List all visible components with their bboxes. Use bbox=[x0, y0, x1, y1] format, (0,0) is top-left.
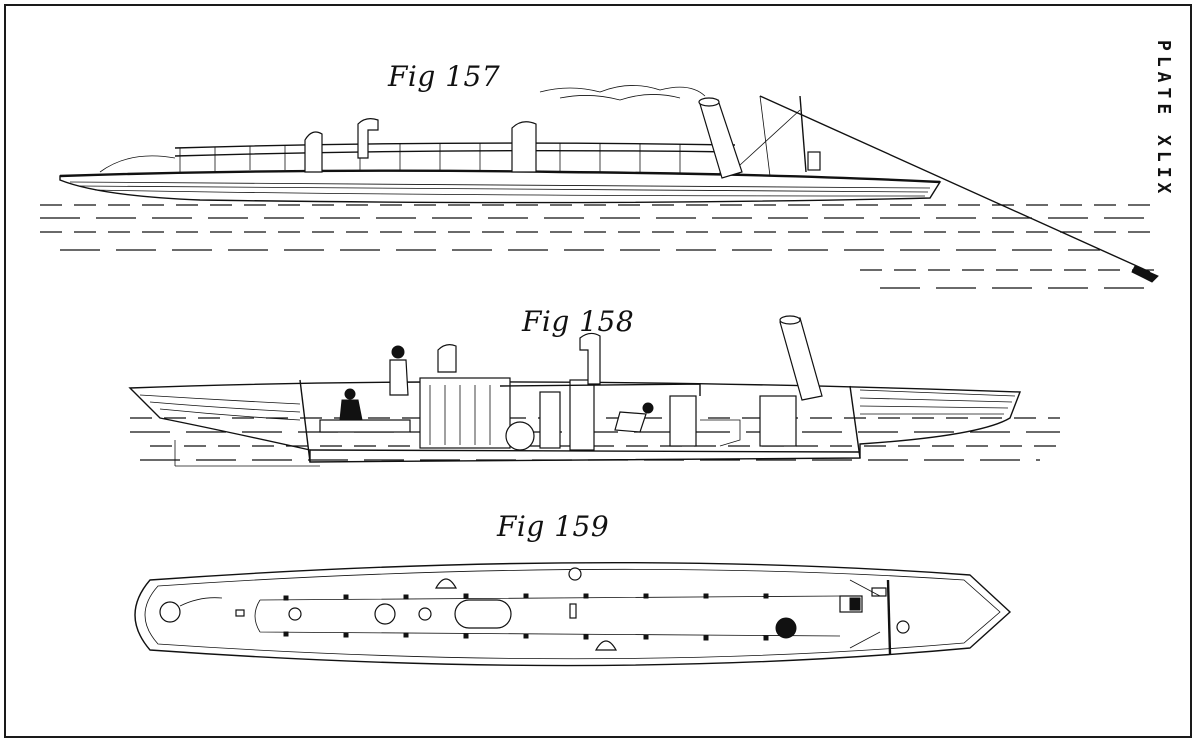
fig-157-mast-spar bbox=[739, 95, 1151, 273]
plate-border bbox=[4, 4, 1192, 738]
fig-159-deck-plan bbox=[134, 561, 1012, 667]
fig-158-longitudinal-section bbox=[128, 315, 1060, 467]
plate-label: PLATE XLIX bbox=[1153, 40, 1174, 199]
fig-158-funnel bbox=[779, 317, 823, 401]
fig-158-interior-deck bbox=[309, 419, 861, 453]
fig-157-side-elevation bbox=[40, 85, 1160, 289]
fig-157-deck-rail bbox=[99, 142, 736, 174]
fig-157-spar-torpedo bbox=[1131, 265, 1159, 283]
fig-159-fittings bbox=[159, 567, 910, 655]
fig-157-ventilators bbox=[304, 118, 537, 173]
fig-158-machinery bbox=[419, 332, 797, 451]
fig-157-hull bbox=[59, 169, 942, 204]
fig-157-funnel bbox=[539, 85, 743, 179]
fig-158-crew bbox=[339, 345, 654, 433]
fig-157-water bbox=[40, 204, 1160, 289]
fig-157-caption: Fig 157 bbox=[388, 60, 501, 93]
fig-158-funnel-top bbox=[779, 315, 801, 325]
fig-159-stanchions bbox=[283, 593, 769, 641]
fig-159-caption: Fig 159 bbox=[497, 510, 610, 543]
fig-159-hull-outline bbox=[134, 561, 1012, 667]
fig-159-deck-rail bbox=[254, 595, 841, 637]
fig-158-caption: Fig 158 bbox=[522, 305, 635, 338]
